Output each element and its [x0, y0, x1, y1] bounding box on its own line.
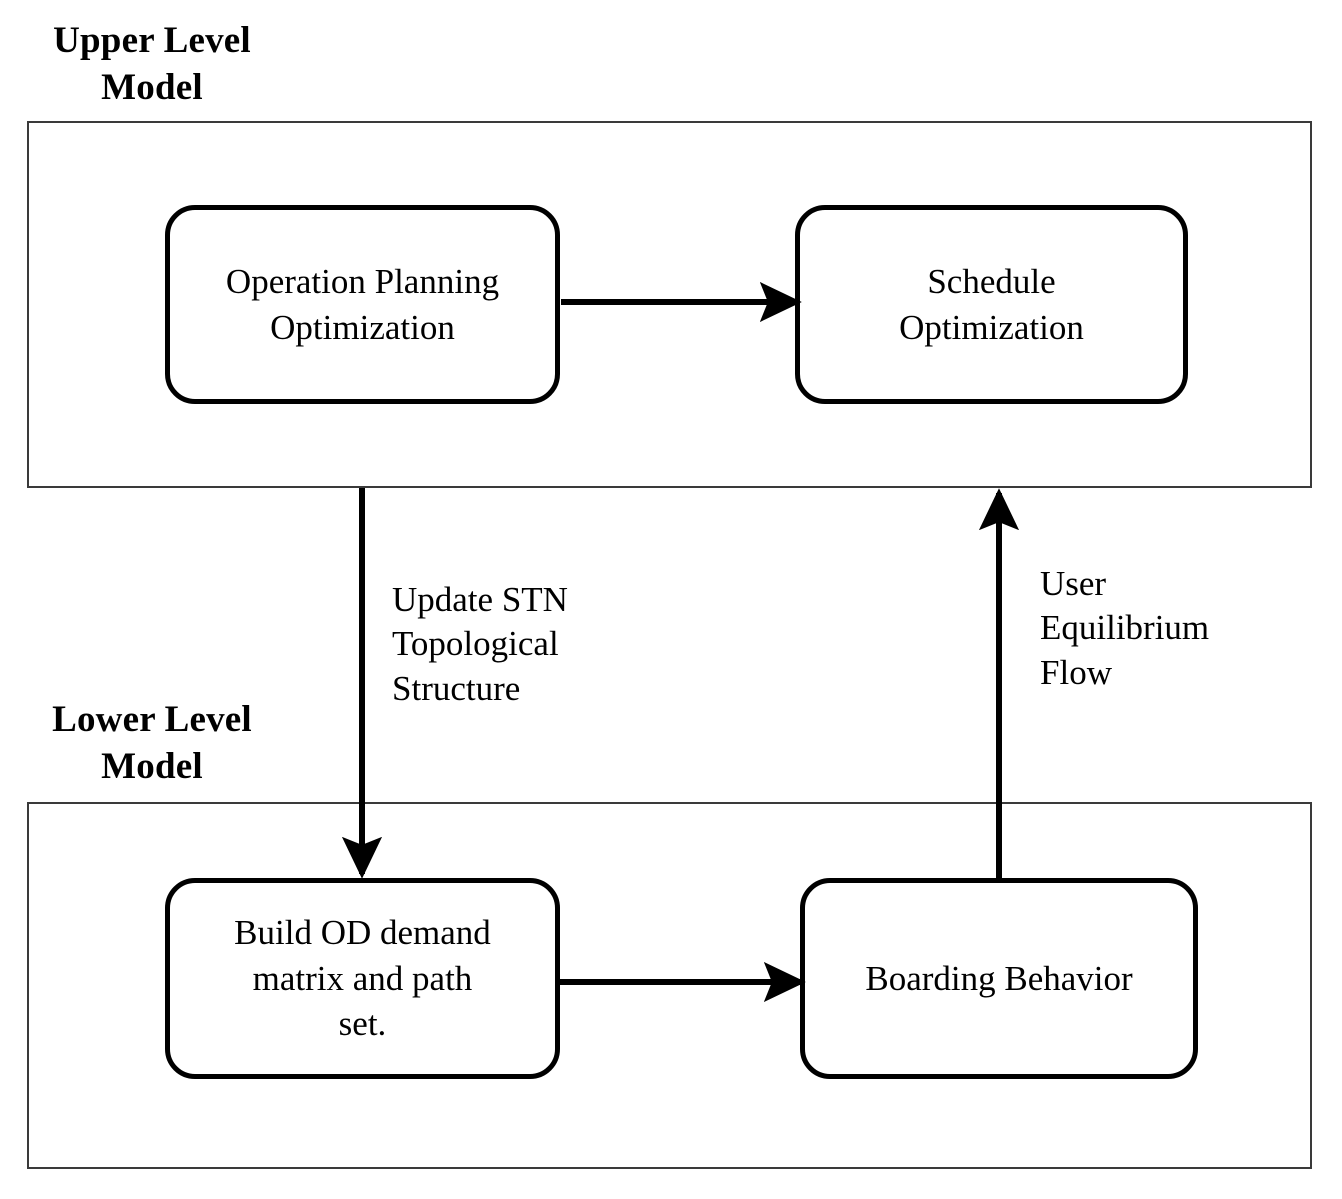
lower-level-container	[27, 802, 1312, 1169]
node-boarding-behavior[interactable]: Boarding Behavior	[800, 878, 1198, 1079]
edge-label-update-stn-topological-structure: Update STN Topological Structure	[392, 580, 568, 708]
node-operation-planning-optimization[interactable]: Operation Planning Optimization	[165, 205, 560, 404]
upper-level-container	[27, 121, 1312, 488]
lower-level-model-label: Lower Level Model	[52, 699, 252, 787]
edge-label-user-equilibrium-flow: User Equilibrium Flow	[1040, 564, 1210, 692]
node-build-od-demand-matrix[interactable]: Build OD demand matrix and path set.	[165, 878, 560, 1079]
node-schedule-optimization[interactable]: Schedule Optimization	[795, 205, 1188, 404]
upper-level-model-label: Upper Level Model	[53, 20, 251, 108]
